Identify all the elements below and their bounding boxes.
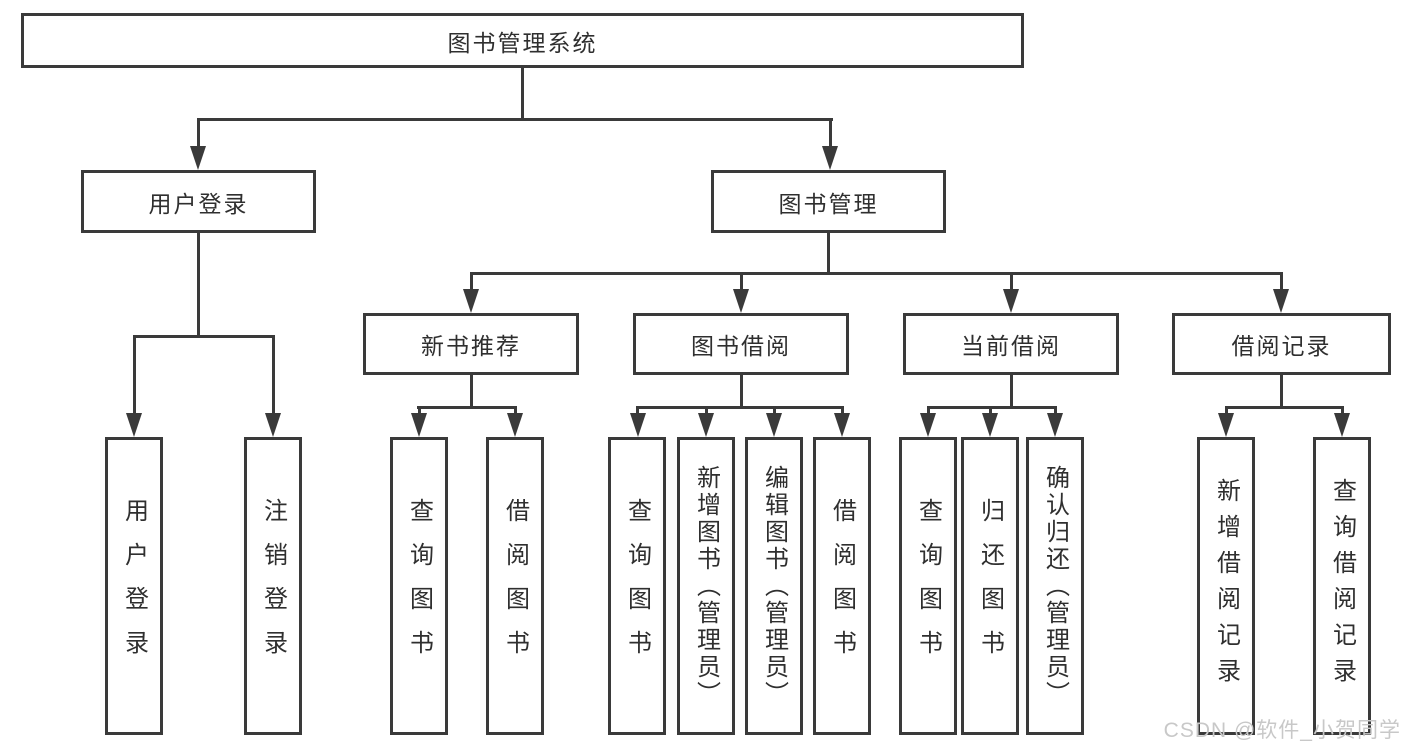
connector-branch-line bbox=[272, 335, 275, 415]
connector-branch-line bbox=[740, 272, 743, 290]
arrow-down-icon bbox=[1334, 413, 1350, 437]
connector-branch-line bbox=[927, 406, 930, 415]
leaf-add-book-admin: 新增图书（管理员） bbox=[677, 437, 735, 735]
connector-root-hline bbox=[197, 118, 833, 121]
connector-branch-line bbox=[1225, 406, 1228, 415]
connector-branch-line bbox=[470, 272, 473, 290]
arrow-down-icon bbox=[1003, 289, 1019, 313]
node-user-login: 用户登录 bbox=[81, 170, 316, 233]
connector-root-stem bbox=[521, 66, 524, 121]
arrow-down-icon bbox=[507, 413, 523, 437]
arrow-down-icon bbox=[766, 413, 782, 437]
connector-branch-line bbox=[514, 406, 517, 415]
leaf-borrow-book-recommend: 借阅图书 bbox=[486, 437, 544, 735]
connector-branch-line bbox=[1010, 272, 1013, 290]
node-root: 图书管理系统 bbox=[21, 13, 1024, 68]
arrow-down-icon bbox=[982, 413, 998, 437]
connector-branch-line bbox=[636, 406, 639, 415]
leaf-query-book-recommend: 查询图书 bbox=[390, 437, 448, 735]
connector-branch-line bbox=[1280, 272, 1283, 290]
leaf-query-book-current: 查询图书 bbox=[899, 437, 957, 735]
connector-branch-line bbox=[841, 406, 844, 415]
arrow-down-icon bbox=[630, 413, 646, 437]
connector-branch-line bbox=[418, 406, 421, 415]
leaf-logout: 注销登录 bbox=[244, 437, 302, 735]
leaf-query-borrow-record: 查询借阅记录 bbox=[1313, 437, 1371, 735]
connector-book-management-hline bbox=[470, 272, 1283, 275]
connector-book-management-stem bbox=[827, 231, 830, 275]
watermark: CSDN @软件_小贺同学 bbox=[1163, 719, 1401, 742]
arrow-down-icon bbox=[822, 146, 838, 170]
arrow-down-icon bbox=[1047, 413, 1063, 437]
connector-new-book-hline bbox=[417, 406, 515, 409]
leaf-borrow-book: 借阅图书 bbox=[813, 437, 871, 735]
arrow-down-icon bbox=[190, 146, 206, 170]
connector-branch-line bbox=[133, 335, 136, 415]
leaf-edit-book-admin: 编辑图书（管理员） bbox=[745, 437, 803, 735]
connector-user-login-hline bbox=[133, 335, 274, 338]
node-new-book-recommend: 新书推荐 bbox=[363, 313, 579, 375]
leaf-query-book-borrow: 查询图书 bbox=[608, 437, 666, 735]
connector-book-borrow-stem bbox=[740, 373, 743, 409]
leaf-user-login: 用户登录 bbox=[105, 437, 163, 735]
node-book-management: 图书管理 bbox=[711, 170, 946, 233]
leaf-add-borrow-record: 新增借阅记录 bbox=[1197, 437, 1255, 735]
connector-branch-line bbox=[1054, 406, 1057, 415]
arrow-down-icon bbox=[1273, 289, 1289, 313]
node-borrow-record: 借阅记录 bbox=[1172, 313, 1391, 375]
connector-current-borrow-stem bbox=[1010, 373, 1013, 409]
connector-user-login-stem bbox=[197, 231, 200, 338]
arrow-down-icon bbox=[920, 413, 936, 437]
connector-new-book-stem bbox=[470, 373, 473, 409]
connector-book-borrow-hline bbox=[636, 406, 842, 409]
node-book-borrow: 图书借阅 bbox=[633, 313, 849, 375]
arrow-down-icon bbox=[1218, 413, 1234, 437]
node-current-borrow: 当前借阅 bbox=[903, 313, 1119, 375]
arrow-down-icon bbox=[265, 413, 281, 437]
connector-branch-line bbox=[197, 118, 200, 148]
arrow-down-icon bbox=[698, 413, 714, 437]
arrow-down-icon bbox=[463, 289, 479, 313]
connector-borrow-record-stem bbox=[1280, 373, 1283, 409]
arrow-down-icon bbox=[834, 413, 850, 437]
connector-borrow-record-hline bbox=[1225, 406, 1342, 409]
connector-branch-line bbox=[989, 406, 992, 415]
arrow-down-icon bbox=[411, 413, 427, 437]
connector-branch-line bbox=[1341, 406, 1344, 415]
connector-branch-line bbox=[773, 406, 776, 415]
arrow-down-icon bbox=[126, 413, 142, 437]
leaf-return-book: 归还图书 bbox=[961, 437, 1019, 735]
connector-branch-line bbox=[829, 118, 832, 148]
connector-branch-line bbox=[705, 406, 708, 415]
arrow-down-icon bbox=[733, 289, 749, 313]
leaf-confirm-return-admin: 确认归还（管理员） bbox=[1026, 437, 1084, 735]
